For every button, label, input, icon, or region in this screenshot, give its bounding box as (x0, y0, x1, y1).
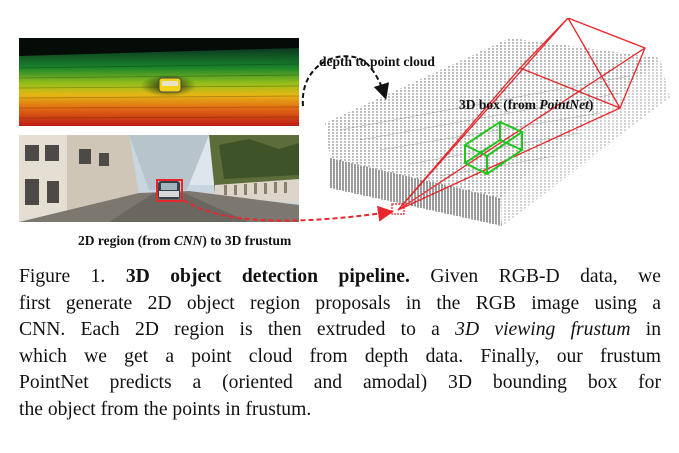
figure-caption: Figure 1. 3D object detection pipeline. … (19, 264, 661, 424)
pipeline-arrows (183, 55, 394, 222)
caption-line-2: first generate 2D object region proposal… (19, 292, 661, 314)
caption-line-3: CNN. Each 2D region is then extruded to … (19, 319, 661, 341)
caption-line-6: the object from the points in frustum. (19, 398, 312, 420)
label-3d-box: 3D box (from PointNet) (459, 97, 594, 112)
depth-image (19, 38, 299, 126)
figure-1: depth to point cloud 3D box (from PointN… (19, 18, 670, 248)
rgb-image (19, 135, 299, 222)
label-2d-region: 2D region (from CNN) to 3D frustum (78, 233, 292, 248)
caption-line-1: Figure 1. 3D object detection pipeline. … (19, 266, 661, 287)
caption-title: 3D object detection pipeline. (125, 266, 410, 287)
depth-to-pc-arrow (301, 55, 390, 107)
bounding-box-3d (462, 120, 525, 176)
point-cloud-view (325, 18, 670, 226)
region-to-frustum-arrow (183, 199, 394, 222)
label-depth-to-point-cloud: depth to point cloud (319, 54, 435, 69)
caption-line-4: which we get a point cloud from depth da… (19, 345, 661, 367)
caption-line-5: PointNet predicts a (oriented and amodal… (19, 372, 661, 394)
